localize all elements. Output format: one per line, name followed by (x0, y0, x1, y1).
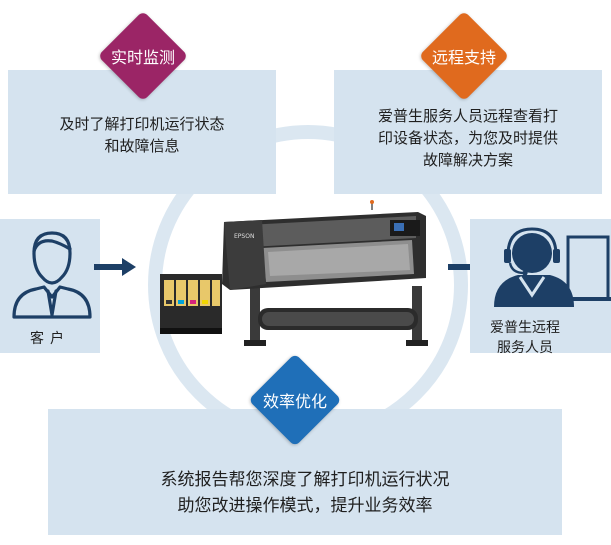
printer-image: EPSON (160, 200, 428, 346)
efficiency-box: 系统报告帮您深度了解打印机运行状况 助您改进操作模式，提升业务效率 (48, 409, 562, 535)
remote-badge: 远程支持 (418, 10, 510, 102)
customer-panel: 客户 (0, 219, 100, 353)
monitor-badge: 实时监测 (97, 10, 189, 102)
remote-badge-label: 远程支持 (431, 48, 496, 67)
monitor-line-2: 和故障信息 (104, 136, 180, 155)
efficiency-line-1: 系统报告帮您深度了解打印机运行状况 (160, 470, 450, 490)
remote-line-1: 爱普生服务人员远程查看打 (377, 107, 558, 125)
printer-brand: EPSON (234, 233, 254, 240)
customer-label: 客户 (30, 331, 70, 347)
remote-box: 爱普生服务人员远程查看打 印设备状态，为您及时提供 故障解决方案 (334, 70, 602, 194)
efficiency-line-2: 助您改进操作模式，提升业务效率 (177, 496, 433, 517)
service-agent-icon (494, 227, 611, 307)
service-label-line-2: 服务人员 (497, 339, 553, 356)
monitor-line-1: 及时了解打印机运行状态 (59, 115, 225, 133)
remote-line-2: 印设备状态，为您及时提供 (377, 128, 558, 147)
efficiency-badge-label: 效率优化 (262, 392, 327, 411)
customer-person-icon (12, 231, 92, 319)
left-arrow-icon (94, 258, 136, 276)
efficiency-badge: 效率优化 (248, 353, 342, 447)
service-label-line-1: 爱普生远程 (490, 320, 560, 336)
remote-line-3: 故障解决方案 (422, 150, 513, 169)
monitor-badge-label: 实时监测 (110, 48, 175, 67)
service-panel: 爱普生远程 服务人员 (470, 219, 611, 356)
